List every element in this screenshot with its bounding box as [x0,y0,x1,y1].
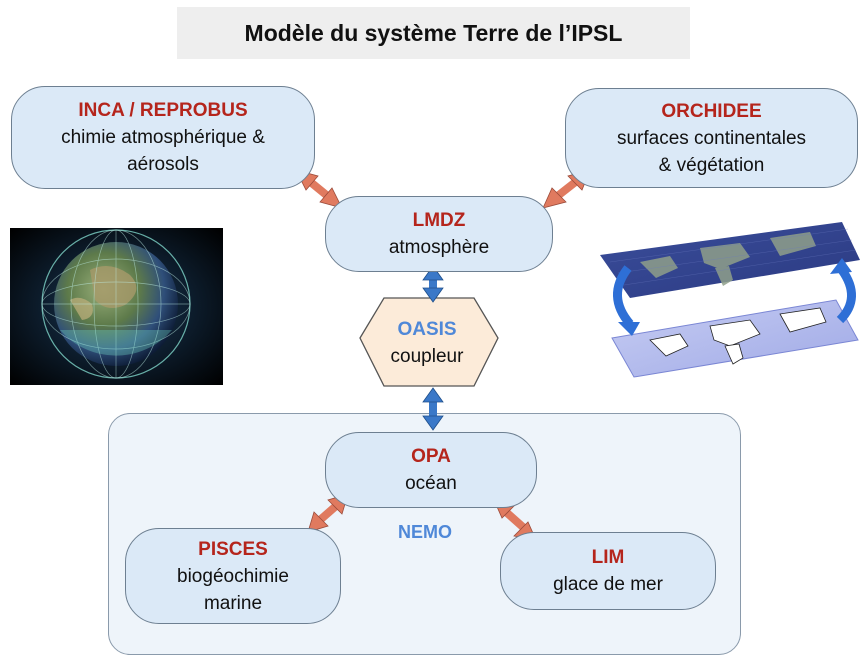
component-name: OASIS [397,319,457,340]
diagram-canvas [10,169,860,541]
arrow-oasis-opa [422,387,444,431]
component-oasis: OASIS coupleur [357,316,497,370]
oasis-hexagon [359,297,499,387]
component-pisces: PISCES biogéochimie marine [125,528,341,624]
component-desc-line1: biogéochimie [177,565,289,587]
component-name: PISCES [198,538,268,560]
component-lmdz: LMDZ atmosphère [325,196,553,272]
component-name: ORCHIDEE [661,100,762,122]
map-layers-illustration [600,222,860,378]
component-desc-line1: coupleur [390,346,464,367]
component-name: INCA / REPROBUS [78,100,248,121]
component-inca-reprobus: INCA / REPROBUS chimie atmosphérique & a… [11,86,315,189]
page-title: Modèle du système Terre de l’IPSL [244,19,623,46]
component-name: LIM [591,547,625,568]
component-lim: LIM glace de mer [500,532,716,610]
title-banner: Modèle du système Terre de l’IPSL [177,7,690,59]
component-desc-line1: chimie atmosphérique & [61,127,265,148]
arrow-lmdz-oasis [422,265,444,303]
component-orchidee: ORCHIDEE surfaces continentales & végéta… [565,88,858,188]
globe-illustration [10,228,223,385]
component-opa: OPA océan [325,432,537,508]
component-name: OPA [411,446,451,467]
component-desc-line1: océan [405,473,457,494]
component-desc-line2: aérosols [127,154,199,175]
component-name: LMDZ [412,210,466,231]
nemo-label: NEMO [398,522,452,542]
component-desc-line1: surfaces continentales [616,127,807,149]
component-desc-line2: marine [203,592,263,614]
component-desc-line1: atmosphère [388,237,490,258]
component-desc-line1: glace de mer [553,574,663,595]
component-desc-line2: & végétation [658,154,765,176]
